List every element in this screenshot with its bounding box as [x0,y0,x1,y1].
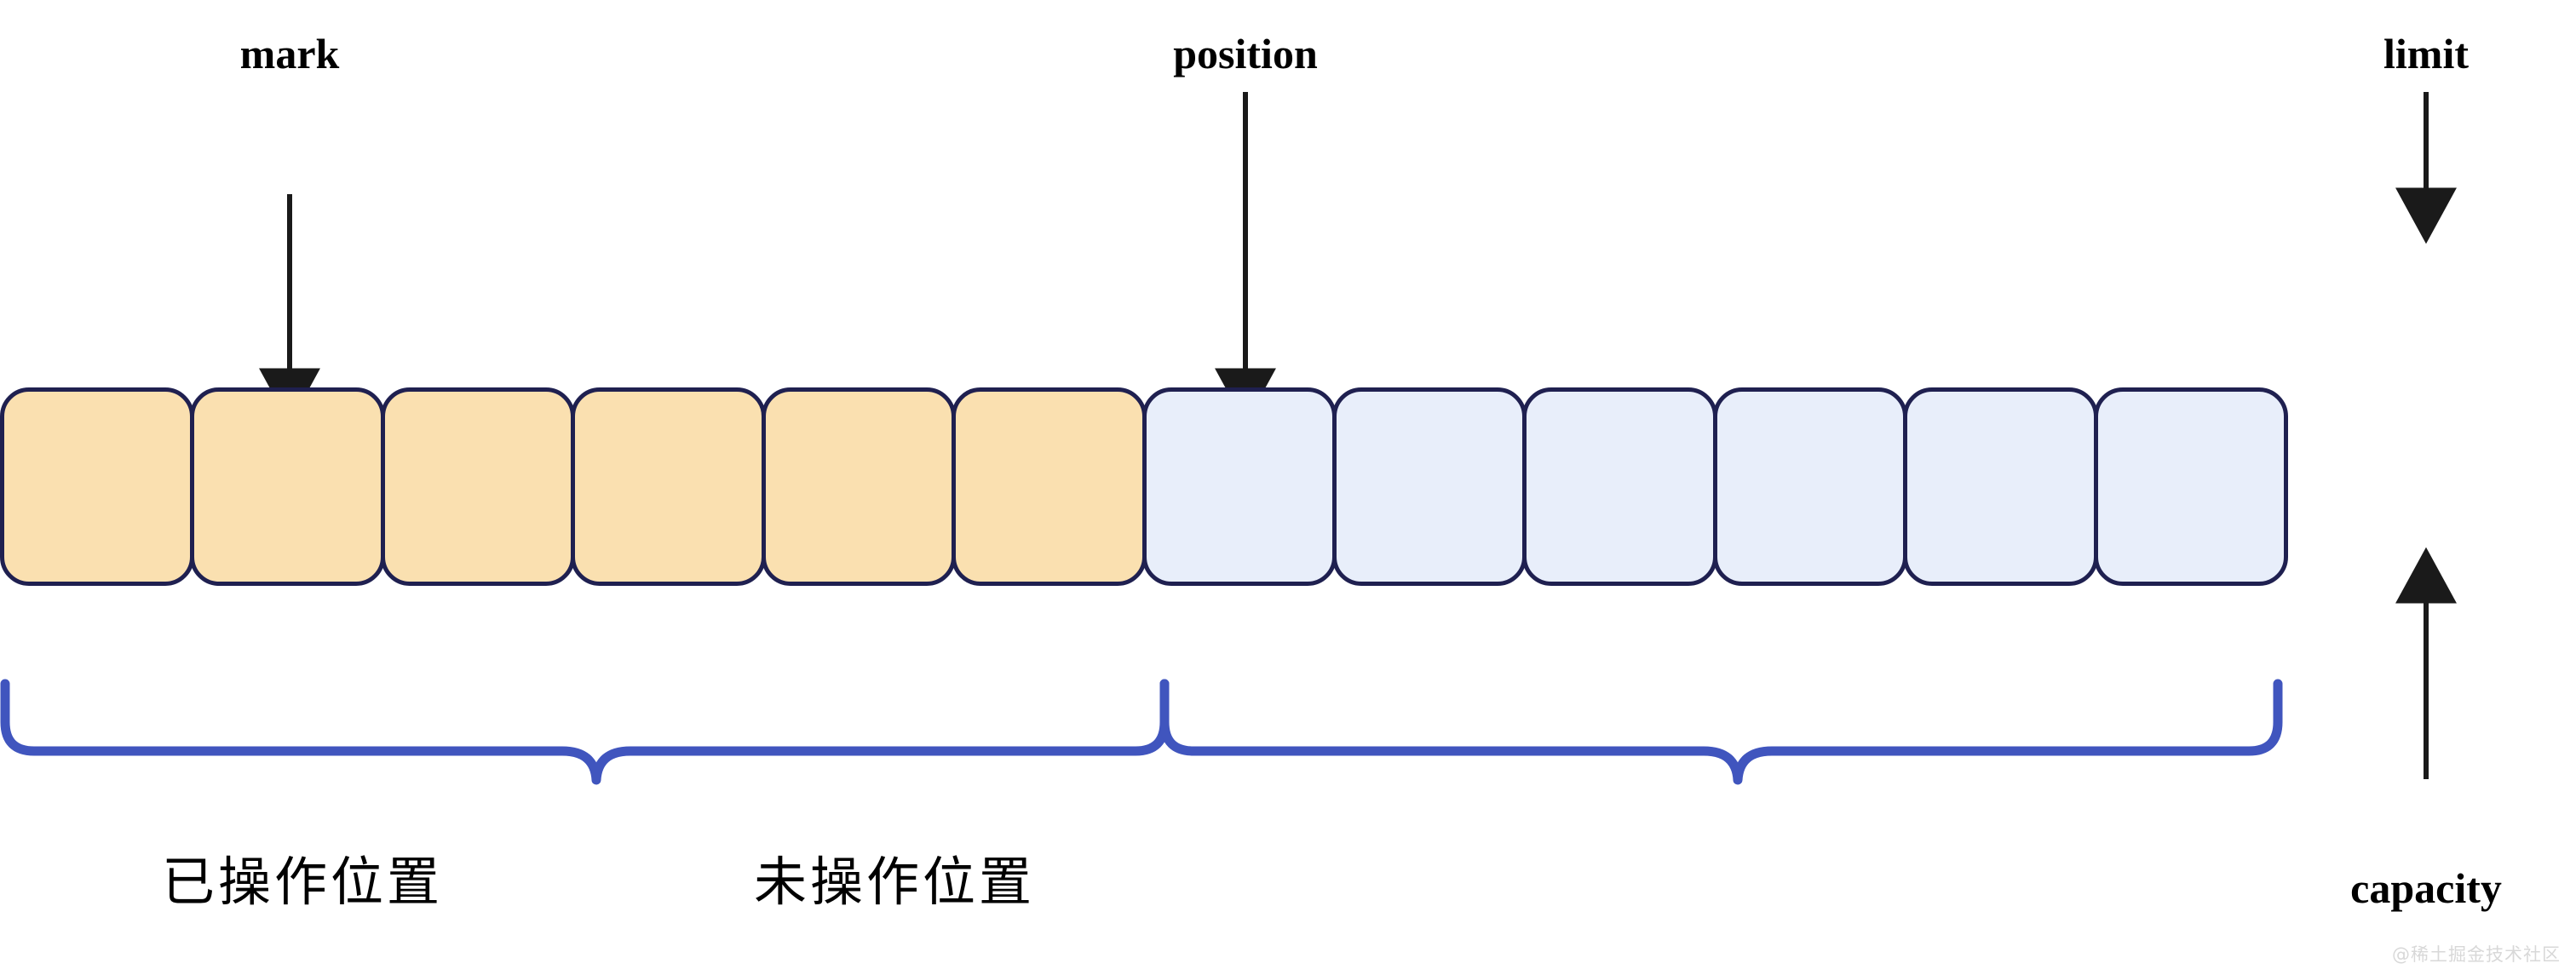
brace-unused-region [1159,679,2283,785]
marker-label-mark: mark [239,30,340,77]
buffer-cell-2[interactable] [380,387,576,586]
region-label-unused: 未操作位置 [753,851,1036,913]
marker-label-limit: limit [2383,30,2469,77]
watermark: @稀土掘金技术社区 [2392,944,2561,965]
buffer-cell-row [0,387,2289,586]
buffer-cell-11[interactable] [2093,387,2289,586]
buffer-cell-9[interactable] [1712,387,1908,586]
buffer-cell-8[interactable] [1522,387,1717,586]
buffer-cell-3[interactable] [571,387,766,586]
marker-label-position: position [1173,30,1318,77]
buffer-cell-10[interactable] [1903,387,2098,586]
buffer-cell-1[interactable] [190,387,385,586]
buffer-cell-0[interactable] [0,387,195,586]
buffer-cell-4[interactable] [761,387,957,586]
buffer-cell-6[interactable] [1141,387,1337,586]
buffer-cell-7[interactable] [1331,387,1527,586]
region-label-used: 已操作位置 [161,851,444,913]
capacity-label: capacity [2350,864,2502,912]
buffer-cell-5[interactable] [952,387,1147,586]
brace-used-region [0,679,1170,785]
